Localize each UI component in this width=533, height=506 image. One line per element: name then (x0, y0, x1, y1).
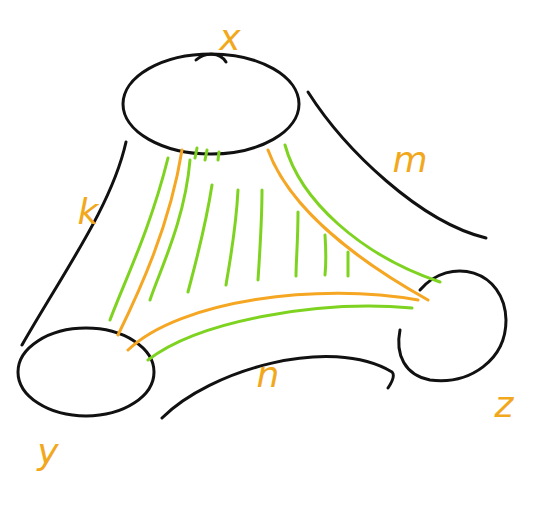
boundary-label: x (219, 20, 240, 56)
seam-orange (118, 150, 182, 335)
hatching (296, 212, 298, 276)
hatching (150, 160, 190, 300)
boundary-label: y (37, 434, 58, 470)
boundary-label: k (78, 194, 99, 230)
seam-green (148, 306, 412, 360)
hatching (195, 148, 219, 160)
hatching (226, 190, 238, 285)
boundary-label: m (392, 142, 427, 178)
boundary-circle (399, 271, 506, 381)
outline-curve (22, 142, 126, 345)
outline-curve (162, 357, 393, 418)
boundary-circle (123, 54, 299, 154)
seam-orange (128, 293, 418, 350)
hatching (347, 252, 350, 276)
hatching (324, 235, 328, 275)
hatching (188, 185, 212, 292)
boundary-circle (18, 328, 154, 416)
boundary-label: n (257, 357, 280, 393)
boundary-label: z (495, 387, 514, 423)
outline-curve (308, 92, 486, 238)
hatching (258, 190, 262, 280)
